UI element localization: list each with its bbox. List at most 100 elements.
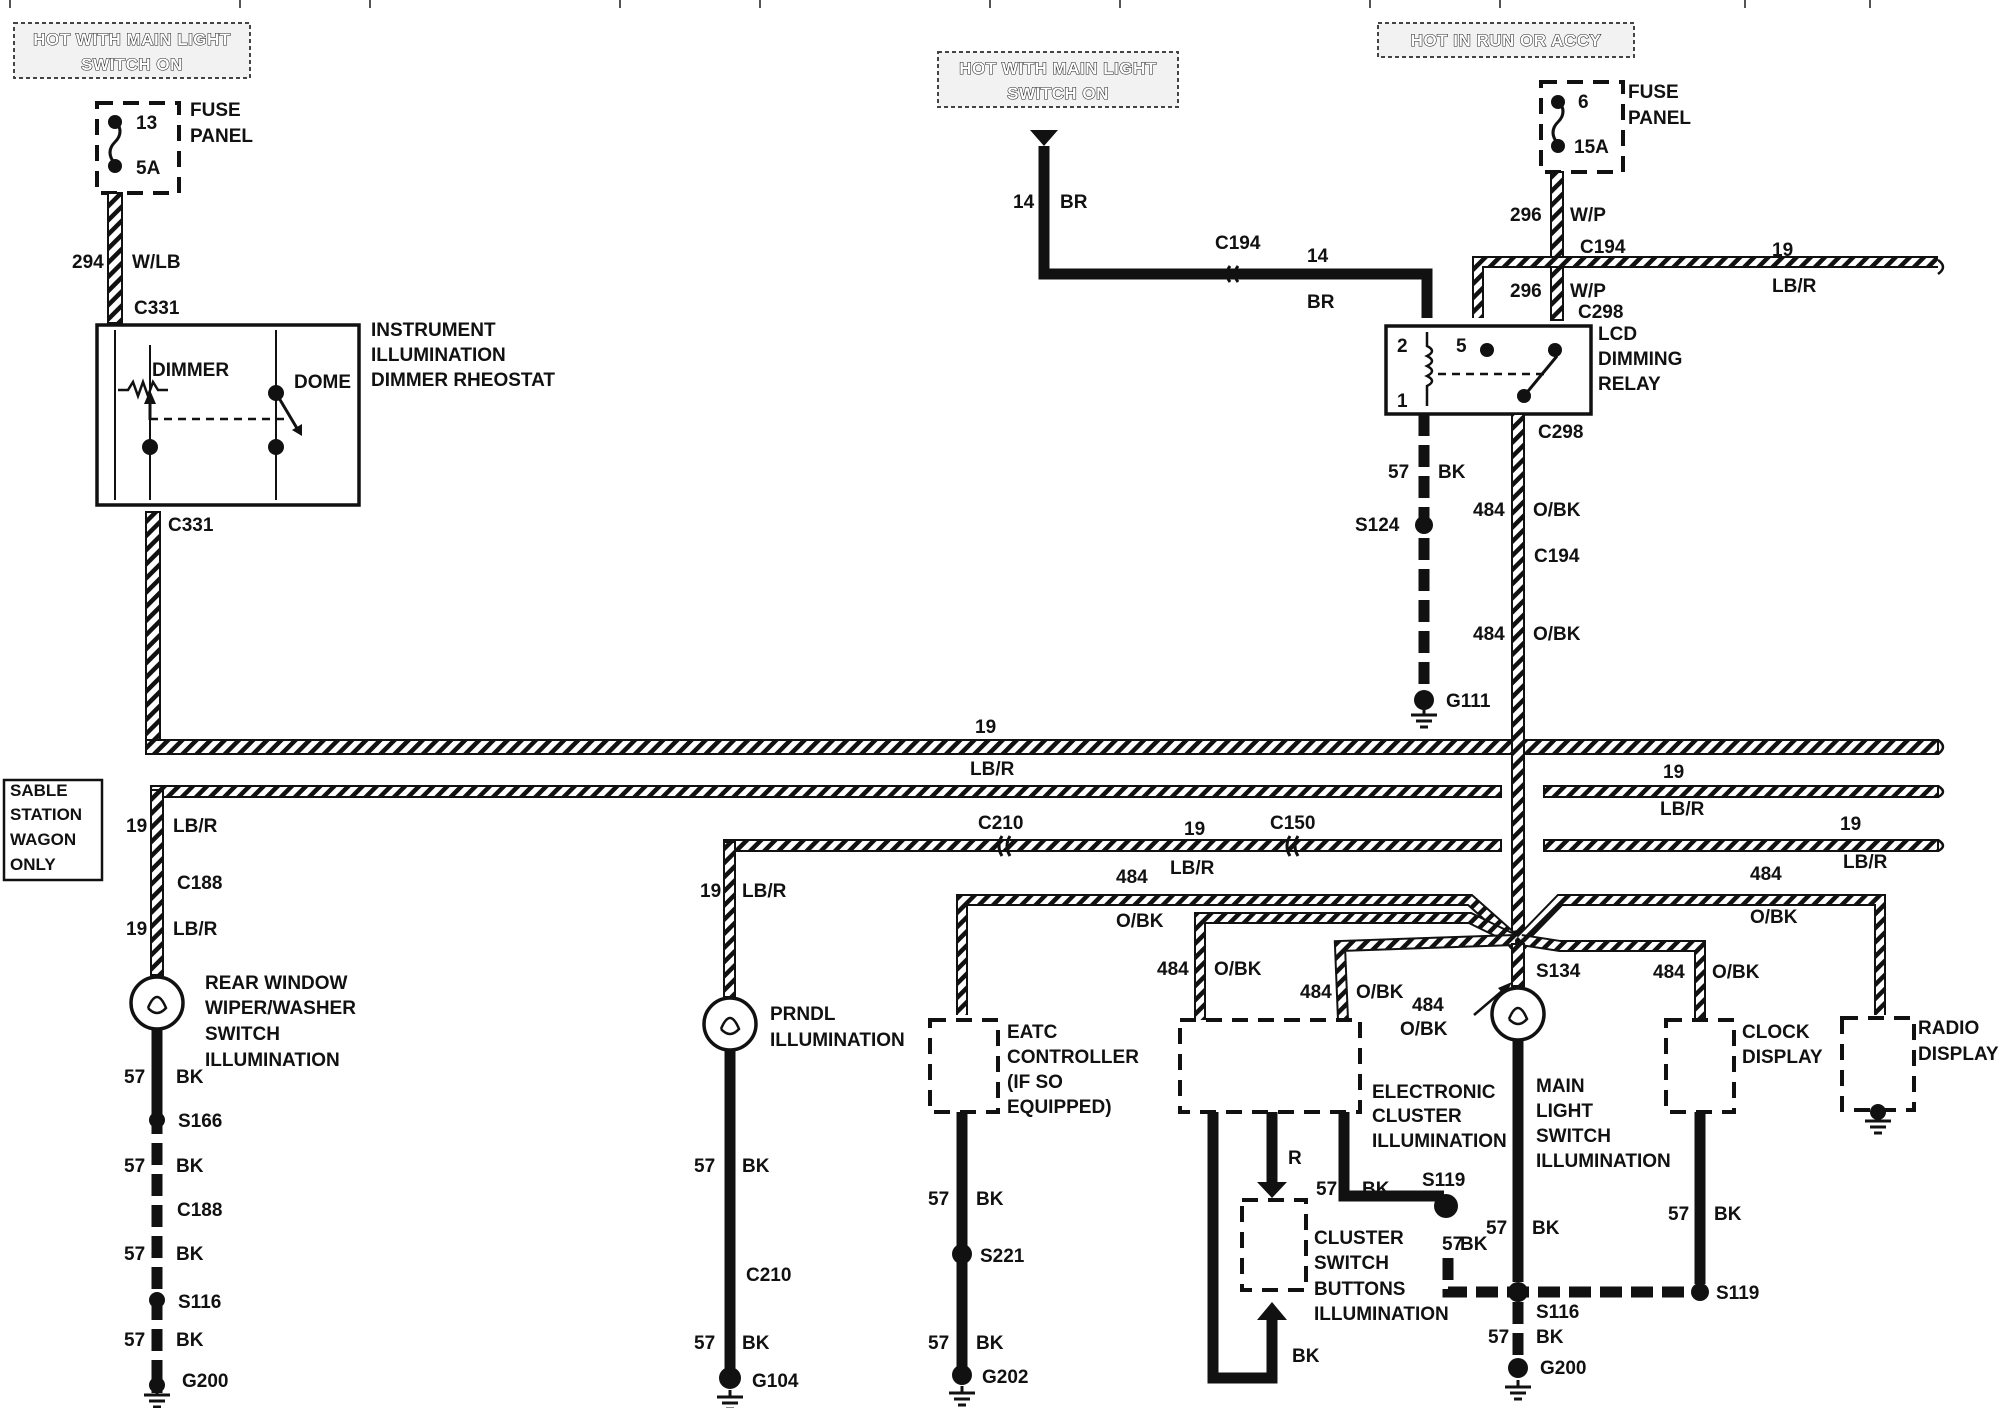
svg-text:DISPLAY: DISPLAY — [1742, 1047, 1823, 1068]
svg-text:BK: BK — [176, 1330, 204, 1351]
svg-text:19: 19 — [1840, 814, 1861, 835]
svg-text:13: 13 — [136, 113, 157, 134]
wire-19-rear-wiper — [150, 789, 164, 976]
svg-text:S124: S124 — [1355, 515, 1400, 536]
svg-text:57: 57 — [1668, 1204, 1689, 1225]
banner-hot-main-light-center: HOT WITH MAIN LIGHT SWITCH ON — [937, 51, 1179, 108]
eatc-controller: EATC CONTROLLER (IF SO EQUIPPED) — [928, 1018, 1139, 1118]
svg-text:FUSE: FUSE — [190, 100, 241, 121]
svg-text:BUTTONS: BUTTONS — [1314, 1279, 1405, 1300]
svg-text:STATION: STATION — [10, 805, 82, 824]
svg-text:19: 19 — [1772, 240, 1793, 261]
svg-text:C331: C331 — [168, 515, 214, 536]
wire-57-cluster-ground — [1442, 1258, 1700, 1298]
svg-text:HOT WITH MAIN LIGHT: HOT WITH MAIN LIGHT — [959, 59, 1157, 78]
svg-text:S221: S221 — [980, 1246, 1025, 1267]
svg-text:LB/R: LB/R — [173, 816, 218, 837]
svg-text:BK: BK — [1292, 1346, 1320, 1367]
svg-text:484: 484 — [1116, 867, 1148, 888]
svg-text:W/P: W/P — [1570, 281, 1606, 302]
svg-text:HOT WITH MAIN LIGHT: HOT WITH MAIN LIGHT — [33, 30, 231, 49]
wire-14-br — [1038, 146, 1433, 318]
svg-text:C210: C210 — [746, 1265, 791, 1286]
electronic-cluster: ELECTRONIC CLUSTER ILLUMINATION — [1178, 1018, 1507, 1152]
svg-text:2: 2 — [1397, 336, 1408, 357]
svg-text:5: 5 — [1456, 336, 1467, 357]
svg-text:(IF SO: (IF SO — [1007, 1072, 1063, 1093]
svg-text:57: 57 — [928, 1333, 949, 1354]
svg-text:SWITCH: SWITCH — [1314, 1253, 1389, 1274]
sable-wagon-note: SABLE STATION WAGON ONLY — [2, 778, 104, 882]
svg-text:MAIN: MAIN — [1536, 1076, 1585, 1097]
svg-text:BK: BK — [742, 1156, 770, 1177]
svg-text:C210: C210 — [978, 813, 1023, 834]
wire-continuation-marks — [1937, 258, 1945, 853]
cluster-switch-buttons: CLUSTER SWITCH BUTTONS ILLUMINATION — [1240, 1198, 1449, 1325]
svg-text:LB/R: LB/R — [742, 881, 787, 902]
svg-text:G104: G104 — [752, 1371, 799, 1392]
svg-text:BK: BK — [742, 1333, 770, 1354]
svg-text:O/BK: O/BK — [1214, 959, 1262, 980]
svg-text:S134: S134 — [1536, 961, 1581, 982]
svg-text:BK: BK — [1438, 462, 1466, 483]
svg-text:S119: S119 — [1422, 1170, 1465, 1191]
svg-text:C188: C188 — [177, 873, 222, 894]
svg-text:LB/R: LB/R — [1843, 852, 1888, 873]
svg-text:BK: BK — [1536, 1327, 1564, 1348]
svg-text:S166: S166 — [178, 1111, 222, 1132]
svg-text:LCD: LCD — [1598, 324, 1637, 345]
wire-19-prndl — [723, 841, 736, 998]
svg-text:57: 57 — [1388, 462, 1409, 483]
svg-text:LB/R: LB/R — [1660, 799, 1705, 820]
main-light-switch-lamp: MAIN LIGHT SWITCH ILLUMINATION — [1490, 986, 1671, 1172]
svg-text:DIMMING: DIMMING — [1598, 349, 1682, 370]
svg-text:O/BK: O/BK — [1533, 624, 1581, 645]
svg-text:57: 57 — [694, 1333, 715, 1354]
svg-text:EATC: EATC — [1007, 1022, 1058, 1043]
fuse-panel-left: 13 5A FUSE PANEL — [95, 100, 253, 195]
rear-wiper-lamp: REAR WINDOW WIPER/WASHER SWITCH ILLUMINA… — [129, 973, 356, 1071]
svg-text:BK: BK — [1362, 1179, 1390, 1200]
svg-text:W/LB: W/LB — [132, 252, 181, 273]
svg-text:ONLY: ONLY — [10, 855, 56, 874]
svg-text:14: 14 — [1013, 192, 1035, 213]
svg-text:R: R — [1288, 1148, 1302, 1169]
wire-19-rheostat-drop — [145, 511, 161, 749]
wire-57-cluster — [1338, 1112, 1444, 1202]
wire-19-bus-lower-right — [1543, 785, 1939, 798]
svg-text:484: 484 — [1300, 982, 1332, 1003]
svg-text:CLUSTER: CLUSTER — [1314, 1228, 1404, 1249]
svg-text:PANEL: PANEL — [190, 126, 253, 147]
svg-text:19: 19 — [975, 717, 996, 738]
wire-19-bus-prndl-right — [1543, 839, 1939, 852]
svg-text:CONTROLLER: CONTROLLER — [1007, 1047, 1139, 1068]
svg-text:G200: G200 — [1540, 1358, 1586, 1379]
svg-text:PRNDL: PRNDL — [770, 1004, 836, 1025]
svg-text:57: 57 — [1316, 1179, 1337, 1200]
svg-text:WAGON: WAGON — [10, 830, 76, 849]
wire-19-bus-lower — [150, 785, 1502, 798]
svg-text:RELAY: RELAY — [1598, 374, 1661, 395]
svg-text:57: 57 — [928, 1189, 949, 1210]
svg-text:SWITCH ON: SWITCH ON — [81, 55, 183, 74]
banner-hot-run-accy: HOT IN RUN OR ACCY — [1377, 22, 1635, 58]
svg-text:BK: BK — [176, 1244, 204, 1265]
svg-text:LB/R: LB/R — [173, 919, 218, 940]
radio-display: RADIO DISPLAY — [1840, 1016, 1999, 1135]
svg-text:SWITCH ON: SWITCH ON — [1007, 84, 1109, 103]
svg-text:57: 57 — [1486, 1218, 1507, 1239]
svg-text:S116: S116 — [178, 1292, 221, 1313]
svg-text:LB/R: LB/R — [1772, 276, 1817, 297]
svg-text:O/BK: O/BK — [1712, 962, 1760, 983]
svg-text:BK: BK — [1532, 1218, 1560, 1239]
svg-text:S119: S119 — [1716, 1283, 1759, 1304]
svg-text:LB/R: LB/R — [970, 759, 1015, 780]
svg-text:BK: BK — [1460, 1234, 1488, 1255]
svg-text:19: 19 — [1663, 762, 1684, 783]
banner-hot-main-light-left: HOT WITH MAIN LIGHT SWITCH ON — [13, 22, 251, 79]
svg-text:CLUSTER: CLUSTER — [1372, 1106, 1462, 1127]
lcd-dimming-relay: 2 1 5 LCD DIMMING RELAY — [1384, 324, 1682, 416]
svg-text:BR: BR — [1060, 192, 1088, 213]
svg-text:BK: BK — [976, 1189, 1004, 1210]
svg-text:C298: C298 — [1578, 302, 1623, 323]
